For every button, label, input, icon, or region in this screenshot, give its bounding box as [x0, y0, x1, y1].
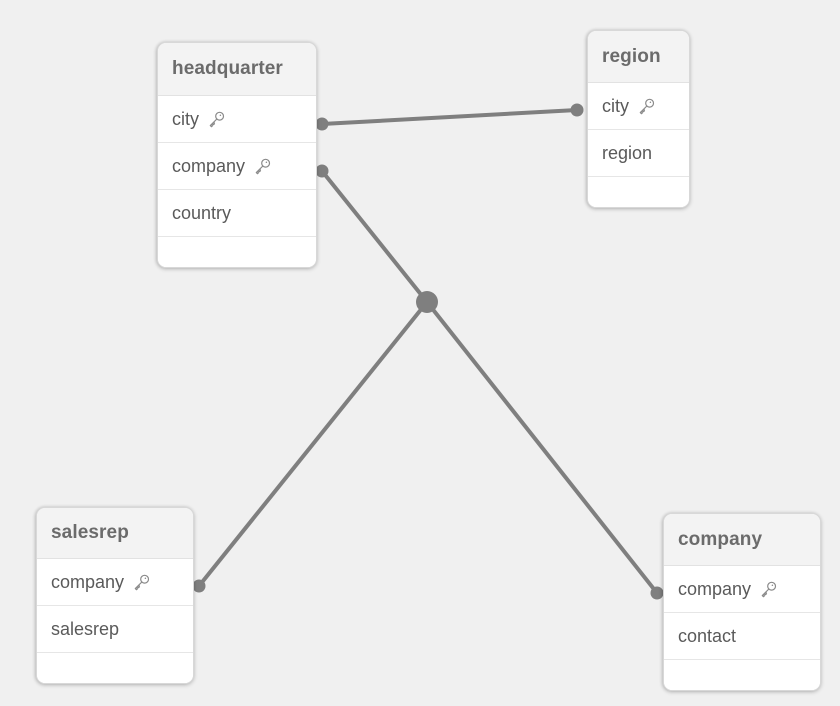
key-icon: [638, 98, 655, 115]
er-empty-row-region[interactable]: [588, 177, 689, 207]
er-field-label: company: [678, 578, 752, 599]
er-table-company[interactable]: company company contact: [663, 513, 821, 691]
key-icon: [760, 581, 777, 598]
link-headquarter-company-junction[interactable]: [320, 169, 429, 304]
er-table-title-salesrep[interactable]: salesrep: [37, 508, 193, 559]
link-junction-company-company[interactable]: [425, 300, 659, 595]
er-table-title-headquarter[interactable]: headquarter: [158, 43, 316, 96]
link-junction-salesrep-company[interactable]: [197, 300, 429, 588]
er-field-row-salesrep-salesrep[interactable]: salesrep: [37, 606, 193, 653]
er-field-row-headquarter-company[interactable]: company: [158, 143, 316, 190]
er-field-label: salesrep: [51, 618, 120, 639]
er-field-row-region-city[interactable]: city: [588, 83, 689, 130]
key-icon: [254, 158, 271, 175]
link-headquarter-city-region-city[interactable]: [321, 108, 578, 126]
er-table-region[interactable]: region city region: [587, 30, 690, 208]
er-field-row-company-company[interactable]: company: [664, 566, 820, 613]
er-field-label: region: [602, 142, 653, 163]
endpoint-headquarter-city[interactable]: [315, 117, 329, 131]
er-field-row-headquarter-country[interactable]: country: [158, 190, 316, 237]
er-field-label: company: [51, 571, 125, 592]
er-field-row-salesrep-company[interactable]: company: [37, 559, 193, 606]
er-field-row-headquarter-city[interactable]: city: [158, 96, 316, 143]
endpoint-company-company[interactable]: [650, 586, 664, 600]
er-empty-row-company[interactable]: [664, 660, 820, 690]
key-icon: [208, 111, 225, 128]
er-table-salesrep[interactable]: salesrep company salesrep: [36, 507, 194, 684]
er-table-headquarter[interactable]: headquarter city company country: [157, 42, 317, 268]
er-field-row-region-region[interactable]: region: [588, 130, 689, 177]
er-table-title-region[interactable]: region: [588, 31, 689, 83]
er-empty-row-headquarter[interactable]: [158, 237, 316, 267]
endpoint-region-city[interactable]: [570, 103, 584, 117]
endpoint-salesrep-company[interactable]: [192, 579, 206, 593]
key-icon: [133, 574, 150, 591]
junction-center[interactable]: [416, 291, 438, 313]
er-field-label: city: [602, 95, 629, 116]
er-field-label: country: [172, 202, 232, 223]
er-field-label: city: [172, 108, 199, 129]
er-field-label: contact: [678, 625, 737, 646]
er-table-title-company[interactable]: company: [664, 514, 820, 566]
er-field-row-company-contact[interactable]: contact: [664, 613, 820, 660]
er-empty-row-salesrep[interactable]: [37, 653, 193, 683]
endpoint-headquarter-company[interactable]: [315, 164, 329, 178]
er-field-label: company: [172, 155, 246, 176]
